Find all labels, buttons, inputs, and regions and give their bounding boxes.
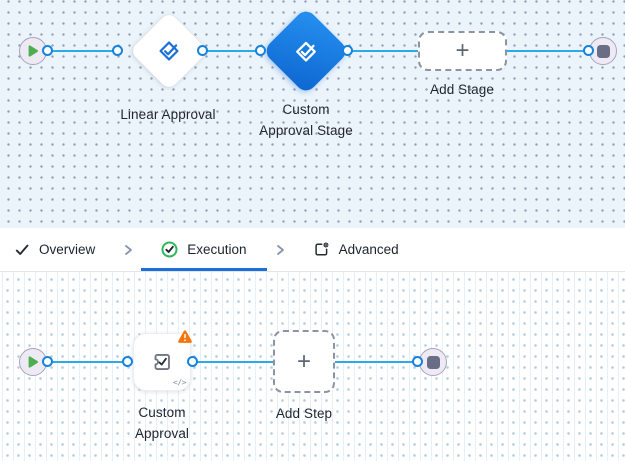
node-custom-approval-stage[interactable] — [262, 7, 350, 95]
edge-addstage-to-end — [507, 50, 589, 52]
port[interactable] — [197, 45, 208, 56]
play-icon — [28, 356, 38, 368]
edge-custom-to-addstage — [348, 50, 418, 52]
stage-tabbar: Overview Execution Advanc — [0, 228, 625, 272]
port[interactable] — [255, 45, 266, 56]
port[interactable] — [583, 45, 594, 56]
port[interactable] — [342, 45, 353, 56]
chevron-right-icon — [267, 243, 293, 257]
port[interactable] — [42, 45, 53, 56]
tab-execution[interactable]: Execution — [141, 228, 267, 271]
node-label-add-step: Add Step — [275, 406, 333, 421]
stage-canvas[interactable]: + Linear Approval Custom Approval Stage … — [0, 0, 625, 228]
approval-step-icon — [154, 354, 170, 370]
tab-overview[interactable]: Overview — [14, 228, 115, 271]
edge-start-to-custom — [48, 361, 128, 363]
edge-linear-to-custom — [203, 50, 261, 52]
node-linear-approval[interactable] — [129, 11, 209, 91]
port[interactable] — [187, 356, 198, 367]
approval-icon — [296, 41, 316, 61]
code-icon: </> — [173, 378, 186, 387]
node-label-linear-approval: Linear Approval — [120, 107, 216, 122]
tab-label: Overview — [39, 242, 96, 257]
port[interactable] — [42, 356, 53, 367]
step-canvas[interactable]: </> + Custom Approval Add Step — [0, 272, 625, 461]
plus-icon: + — [296, 347, 311, 375]
port[interactable] — [412, 356, 423, 367]
end-node[interactable] — [419, 348, 447, 376]
approval-icon — [159, 41, 179, 61]
stop-icon — [596, 44, 610, 58]
warning-icon[interactable] — [177, 329, 193, 344]
node-label-custom-approval-stage: Custom Approval Stage — [259, 102, 353, 138]
add-stage-button[interactable]: + — [418, 31, 507, 71]
edge-custom-to-addstep — [193, 361, 273, 363]
check-circle-icon — [161, 241, 178, 258]
add-step-button[interactable]: + — [273, 330, 335, 393]
node-label-custom-approval: Custom Approval — [134, 405, 190, 441]
port[interactable] — [122, 356, 133, 367]
chevron-right-icon — [115, 243, 141, 257]
stop-icon — [426, 355, 440, 369]
edge-start-to-linear — [48, 50, 118, 52]
tab-label: Execution — [187, 242, 247, 257]
node-label-add-stage: Add Stage — [430, 82, 494, 97]
play-icon — [28, 45, 38, 57]
plus-icon: + — [455, 37, 470, 64]
tab-advanced[interactable]: Advanced — [293, 228, 419, 271]
edge-addstep-to-end — [335, 361, 418, 363]
tab-label: Advanced — [338, 242, 399, 257]
port[interactable] — [112, 45, 123, 56]
check-icon — [15, 244, 29, 255]
settings-box-icon — [314, 242, 329, 256]
